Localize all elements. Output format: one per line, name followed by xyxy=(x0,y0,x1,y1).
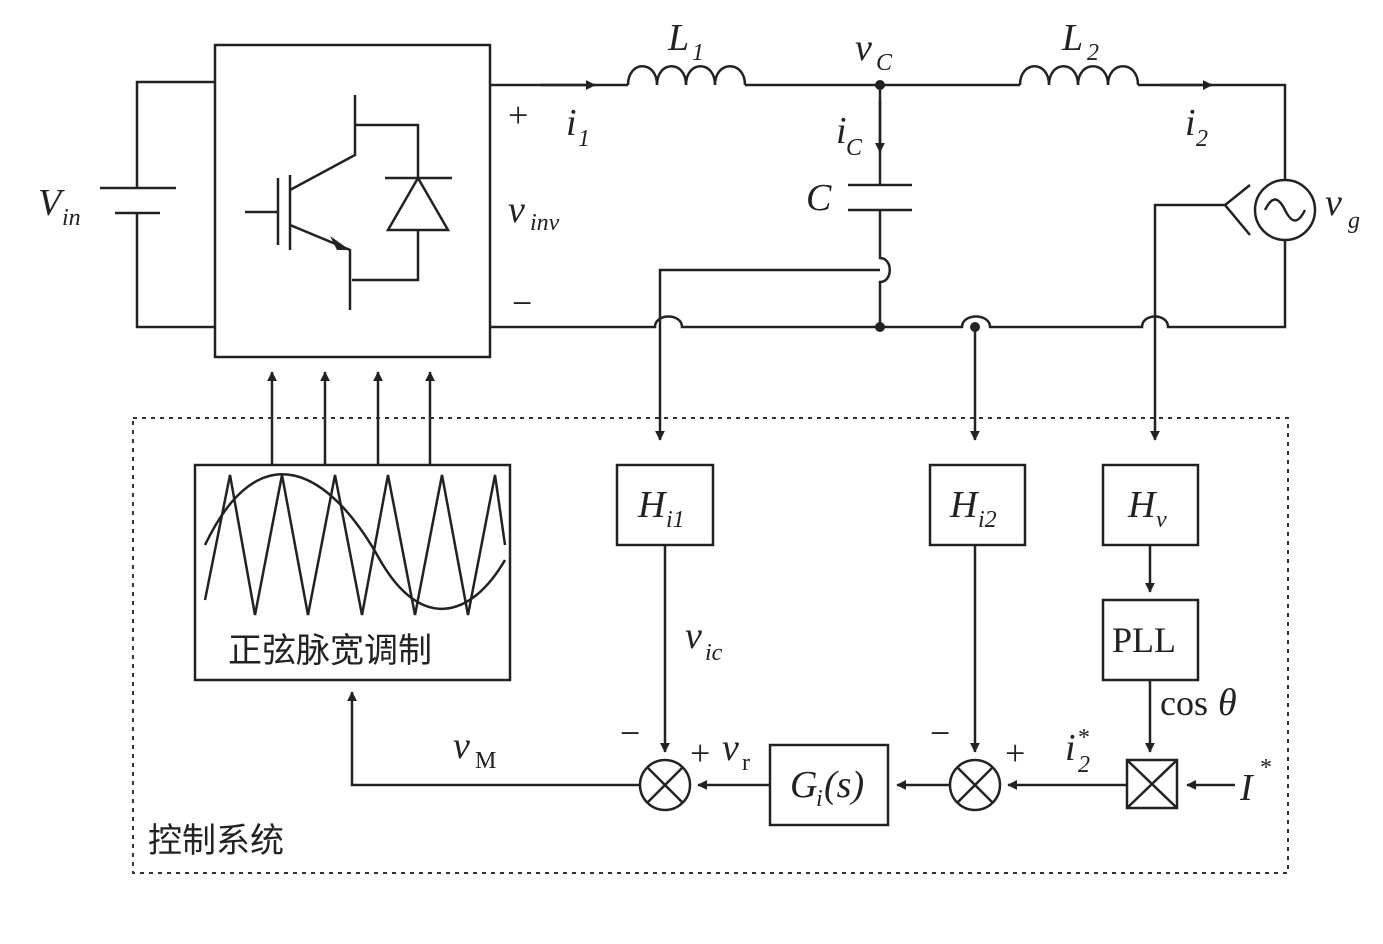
L1-sub: 1 xyxy=(692,40,704,66)
pll-label: PLL xyxy=(1112,620,1176,660)
vM-label: v xyxy=(453,725,470,767)
vin-label: V xyxy=(38,182,65,224)
vic-label: v xyxy=(685,615,702,657)
iC-label: i xyxy=(836,110,847,152)
vr-sub: r xyxy=(742,750,750,776)
summer-reference xyxy=(948,758,1002,812)
inverter-switch xyxy=(213,43,492,359)
L2-label: L xyxy=(1061,17,1083,59)
summer-current xyxy=(638,758,692,812)
minus-sign: − xyxy=(512,283,532,323)
dc-source xyxy=(100,80,215,329)
L2-sub: 2 xyxy=(1087,40,1099,66)
vM-sub: M xyxy=(475,748,496,774)
hv-sub: v xyxy=(1156,507,1167,533)
multiplier-block xyxy=(1125,758,1179,810)
i2-sub: 2 xyxy=(1196,126,1208,152)
i2ref-sub: 2 xyxy=(1078,752,1090,778)
hi1-label: H xyxy=(637,484,668,526)
grid-source-icon xyxy=(1253,178,1317,242)
L1-label: L xyxy=(667,17,689,59)
cos-label: cos xyxy=(1160,683,1208,723)
summer1-minus: − xyxy=(620,713,640,753)
i2ref-star: * xyxy=(1078,725,1090,751)
hi2-block xyxy=(928,463,1027,547)
i1-label: i xyxy=(566,102,577,144)
gi-s: (s) xyxy=(824,764,864,806)
spwm-block xyxy=(193,463,512,682)
gi-block xyxy=(768,743,890,827)
i2-label: i xyxy=(1185,102,1196,144)
vC-sub: C xyxy=(876,50,893,76)
hi2-sub: i2 xyxy=(978,507,997,533)
control-lines xyxy=(352,545,1235,785)
C-label: C xyxy=(806,177,832,219)
inductor-L2 xyxy=(1018,65,1140,86)
summer2-plus: + xyxy=(1005,733,1025,773)
hi1-block xyxy=(615,463,715,547)
i1-sub: 1 xyxy=(578,126,590,152)
hv-label: H xyxy=(1127,484,1158,526)
vC-label: v xyxy=(855,27,872,69)
plus-sign: + xyxy=(508,95,528,135)
vg-label: v xyxy=(1325,182,1342,224)
theta-label: θ xyxy=(1218,682,1237,724)
control-system-boundary xyxy=(132,417,1289,874)
hi1-sub: i1 xyxy=(666,507,685,533)
iC-sub: C xyxy=(846,135,863,161)
hv-block xyxy=(1101,463,1200,547)
gi-label: G xyxy=(790,764,817,806)
hi2-label: H xyxy=(949,484,980,526)
vr-label: v xyxy=(722,727,739,769)
summer2-minus: − xyxy=(930,713,950,753)
vic-sub: ic xyxy=(705,640,723,666)
summer1-plus: + xyxy=(690,733,710,773)
vinv-sub: inv xyxy=(530,210,560,236)
Iref-star: * xyxy=(1260,755,1272,781)
Iref-label: I xyxy=(1239,767,1255,809)
gi-sub: i xyxy=(816,786,823,812)
spwm-label: 正弦脉宽调制 xyxy=(228,631,432,671)
sensing-lines xyxy=(660,203,1225,440)
vin-sub: in xyxy=(62,205,81,231)
pll-block xyxy=(1101,598,1200,682)
vinv-label: v xyxy=(508,189,525,231)
inductor-L1 xyxy=(626,65,747,86)
vg-sub: g xyxy=(1348,208,1360,234)
control-system-label: 控制系统 xyxy=(148,821,284,861)
i2ref-label: i xyxy=(1065,727,1076,769)
